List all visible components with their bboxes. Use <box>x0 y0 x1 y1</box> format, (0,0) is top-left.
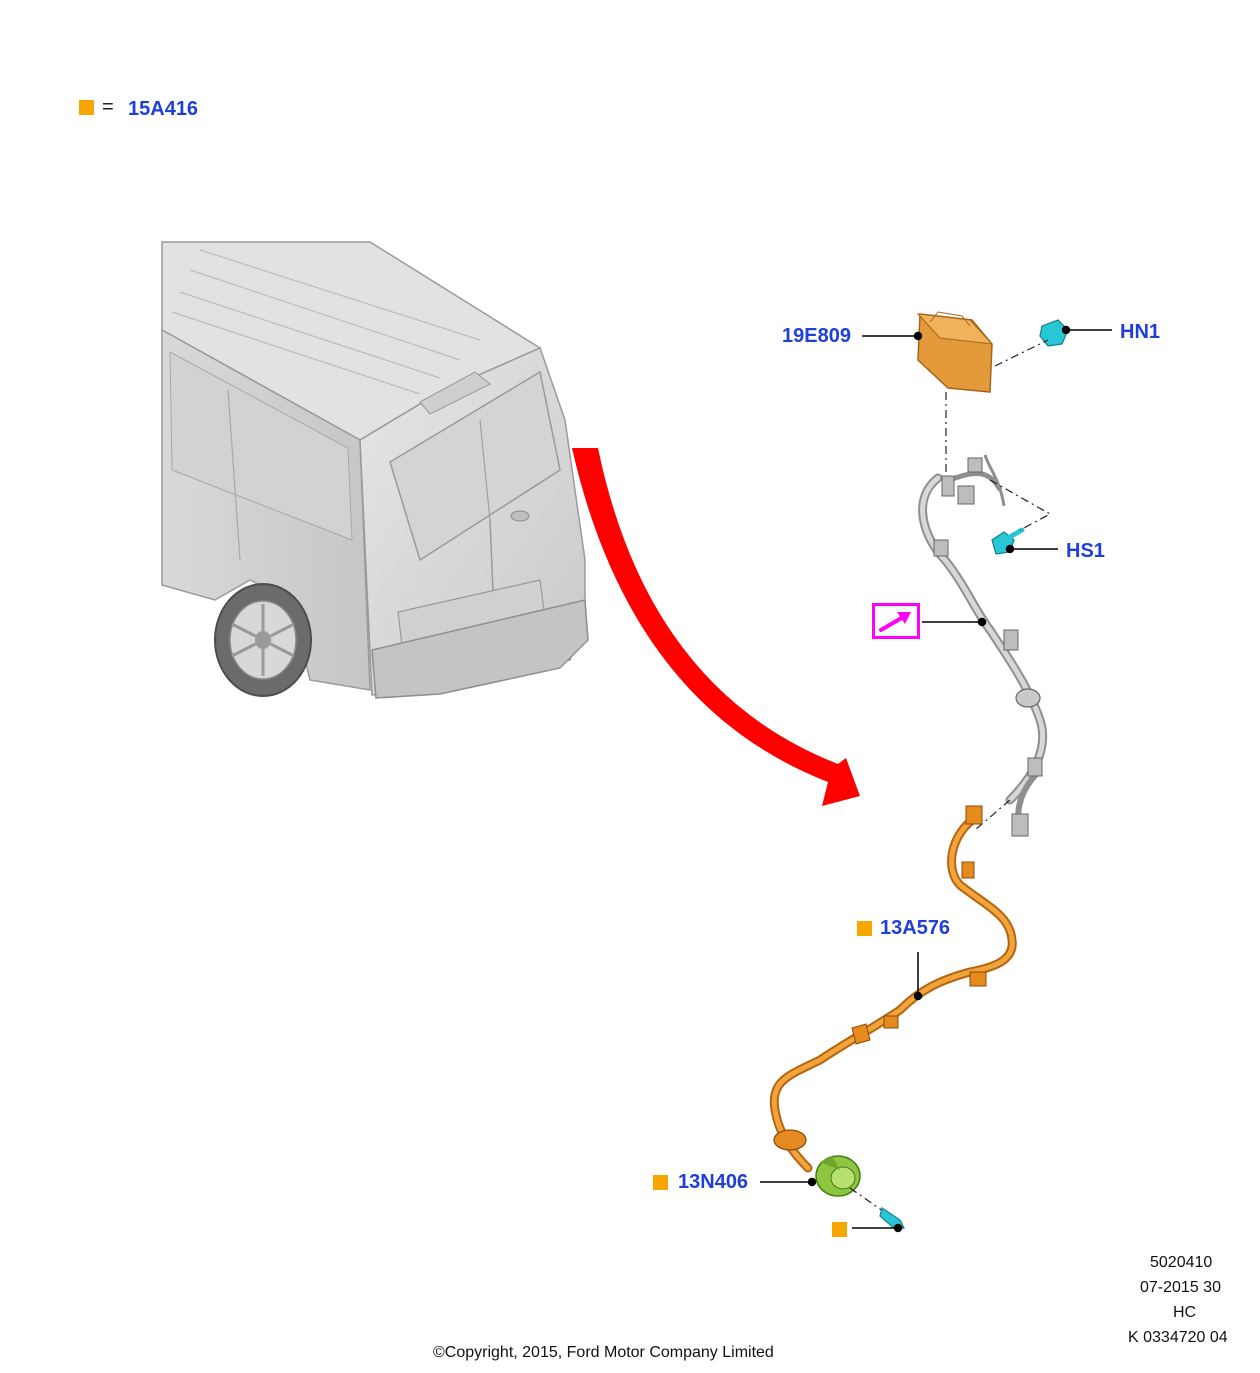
legend-equals: = <box>102 96 114 118</box>
grey-harness-shape[interactable] <box>918 454 1048 837</box>
socket-shape[interactable] <box>815 1155 861 1197</box>
legend-marker <box>79 100 94 115</box>
legend-code-link[interactable]: 15A416 <box>128 98 199 120</box>
location-arrow <box>572 448 860 806</box>
legend-marker-socket-screw <box>832 1222 847 1237</box>
part-label-hn1[interactable]: HN1 <box>1120 321 1161 343</box>
copyright-text: ©Copyright, 2015, Ford Motor Company Lim… <box>433 1344 774 1361</box>
part-label-13n406[interactable]: 13N406 <box>678 1171 749 1193</box>
orange-harness-shape[interactable] <box>769 805 1017 1173</box>
leader-lines <box>760 325 1112 1233</box>
van-illustration <box>161 241 589 699</box>
control-module-shape[interactable] <box>916 311 994 393</box>
detail-arrow-icon <box>879 612 911 632</box>
date-code: 07-2015 30 <box>1140 1279 1221 1296</box>
nut-shape[interactable] <box>1039 319 1069 347</box>
catalog-code: K 0334720 04 <box>1128 1329 1228 1346</box>
detail-reference-link[interactable] <box>872 603 920 639</box>
legend-marker-13a576 <box>857 921 872 936</box>
illustration-number: 5020410 <box>1150 1254 1213 1271</box>
region-code: HC <box>1173 1304 1197 1321</box>
legend-marker-13n406 <box>653 1175 668 1190</box>
part-label-hs1[interactable]: HS1 <box>1066 540 1105 562</box>
part-label-19e809[interactable]: 19E809 <box>782 325 851 347</box>
part-label-13a576[interactable]: 13A576 <box>880 917 951 939</box>
